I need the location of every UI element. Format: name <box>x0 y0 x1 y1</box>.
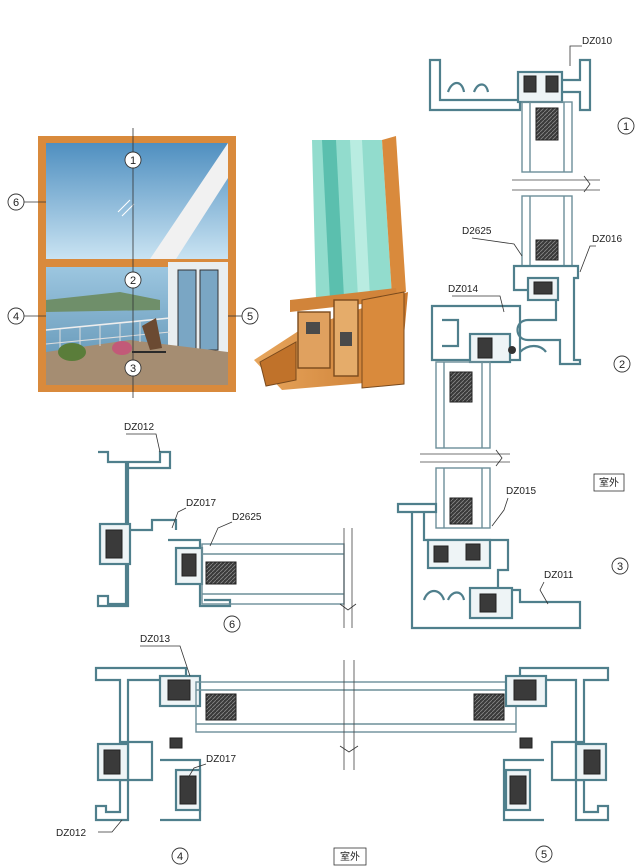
label-d2625-top: D2625 <box>462 226 492 237</box>
callout-3-photo: 3 <box>124 359 142 377</box>
callout-6-photo: 6 <box>7 193 25 211</box>
section-vertical <box>396 58 600 630</box>
svg-text:6: 6 <box>229 619 235 631</box>
svg-text:4: 4 <box>13 311 19 323</box>
label-dz011: DZ011 <box>544 570 574 581</box>
callout-1-section: 1 <box>617 117 635 135</box>
callout-5-section: 5 <box>535 845 553 863</box>
svg-text:6: 6 <box>13 197 19 209</box>
outdoor-label-right: 室外 <box>593 473 625 492</box>
photo-leaders <box>24 128 242 398</box>
label-dz015: DZ015 <box>506 486 536 497</box>
callout-2-photo: 2 <box>124 271 142 289</box>
svg-text:1: 1 <box>623 121 629 133</box>
svg-text:1: 1 <box>130 155 136 167</box>
label-dz014: DZ014 <box>448 284 478 295</box>
callout-1-photo: 1 <box>124 151 142 169</box>
callout-4-section: 4 <box>171 847 189 865</box>
svg-text:5: 5 <box>541 849 547 861</box>
callout-3-section: 3 <box>611 557 629 575</box>
section-vertical-leaders <box>452 45 596 605</box>
label-dz010: DZ010 <box>582 36 612 47</box>
svg-text:3: 3 <box>130 363 136 375</box>
label-dz012-mid: DZ012 <box>124 422 154 433</box>
section-4-5 <box>94 660 610 822</box>
svg-text:5: 5 <box>247 311 253 323</box>
label-dz017-bot: DZ017 <box>206 754 236 765</box>
svg-text:2: 2 <box>619 359 625 371</box>
outdoor-label-bottom: 室外 <box>333 847 367 866</box>
section-6 <box>96 450 357 628</box>
callout-4-photo: 4 <box>7 307 25 325</box>
label-dz012-bot: DZ012 <box>56 828 86 839</box>
svg-text:4: 4 <box>177 851 183 863</box>
svg-text:室外: 室外 <box>599 476 619 489</box>
label-d2625-mid: D2625 <box>232 512 262 523</box>
label-dz017-mid: DZ017 <box>186 498 216 509</box>
label-dz016: DZ016 <box>592 234 622 245</box>
callout-2-section: 2 <box>613 355 631 373</box>
label-dz013: DZ013 <box>140 634 170 645</box>
svg-text:室外: 室外 <box>340 850 360 863</box>
callout-5-photo: 5 <box>241 307 259 325</box>
svg-text:3: 3 <box>617 561 623 573</box>
svg-text:2: 2 <box>130 275 136 287</box>
callout-6-section: 6 <box>223 615 241 633</box>
section-6-leaders <box>126 433 233 547</box>
profile-3d-cutaway <box>254 136 408 390</box>
section-4-5-leaders <box>98 645 207 833</box>
window-photo <box>38 136 236 392</box>
